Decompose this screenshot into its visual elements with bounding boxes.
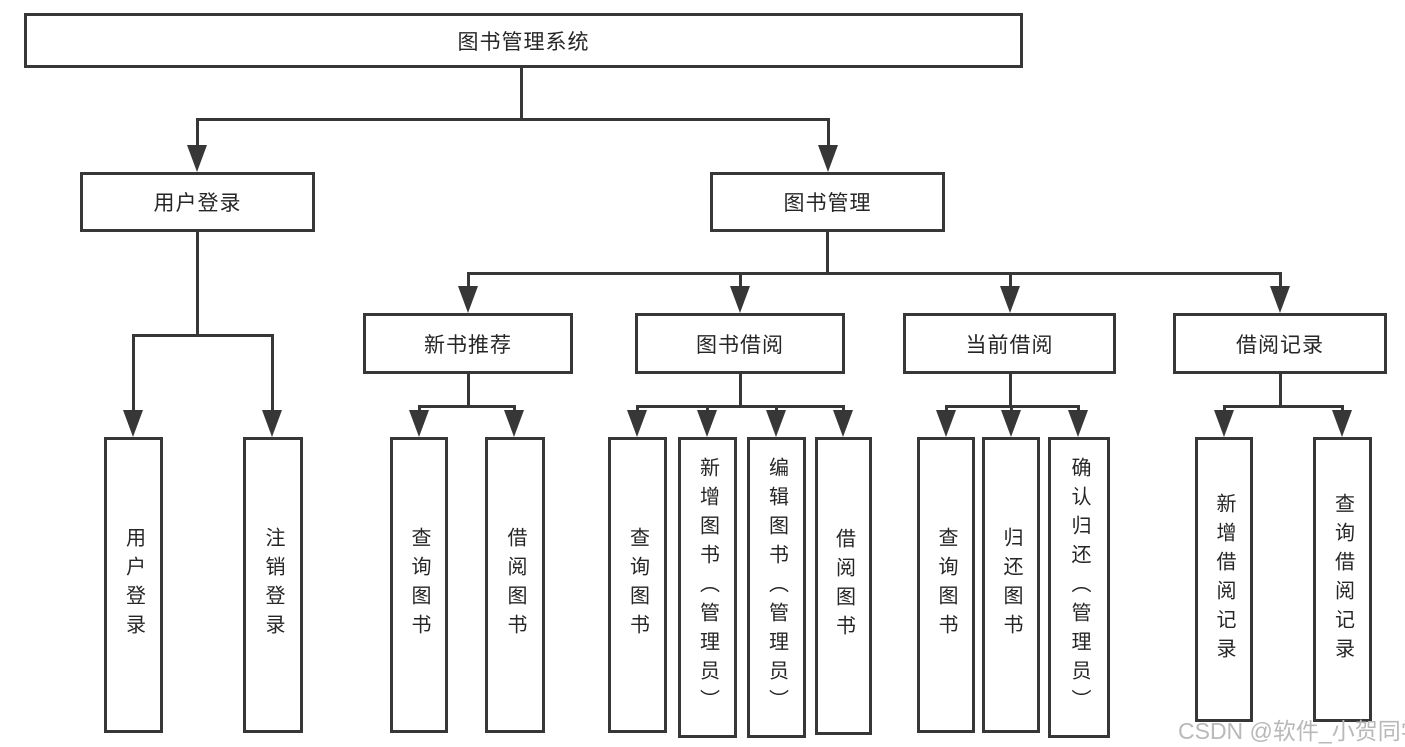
node-leaf-confirm-return-label: 确认归还（管理员） (1068, 457, 1090, 718)
arrow-to-book-mgmt (818, 145, 838, 172)
node-leaf-query-record-label: 查询借阅记录 (1331, 492, 1354, 667)
connector-leaf-logout-stem (271, 334, 274, 411)
connector-book-borrow-down (739, 374, 742, 405)
arrow-to-book-borrow (730, 286, 750, 313)
arrow-to-current-borrow (1000, 286, 1020, 313)
connector-leaf-query-record-stem (1341, 405, 1344, 412)
arrow-to-leaf-confirm (1068, 410, 1088, 437)
arrow-to-leaf-query1 (409, 410, 429, 437)
node-leaf-query-book-1-label: 查询图书 (408, 527, 430, 643)
arrow-to-leaf-query2 (627, 410, 647, 437)
arrow-to-leaf-user-login (123, 410, 143, 437)
connector-current-borrow-down (1009, 374, 1012, 405)
node-leaf-borrow-book-2-label: 借阅图书 (832, 528, 855, 644)
connector-new-book-stem (467, 272, 470, 287)
connector-leaf-borrow1-stem (513, 405, 516, 412)
arrow-to-user-login (187, 145, 207, 172)
connector-user-login-stem (196, 118, 199, 146)
connector-borrow-record-down (1279, 374, 1282, 405)
connector-leaf-return-stem (1010, 405, 1013, 412)
arrow-to-leaf-return (1001, 410, 1021, 437)
node-book-mgmt: 图书管理 (710, 172, 945, 232)
node-book-mgmt-label: 图书管理 (783, 192, 872, 215)
connector-root-stem (520, 68, 523, 118)
node-leaf-return-book-label: 归还图书 (1000, 527, 1022, 643)
node-leaf-borrow-book-2: 借阅图书 (815, 437, 872, 735)
connector-new-book-splitter (418, 405, 516, 408)
connector-level3-splitter (467, 272, 1282, 275)
arrow-to-leaf-add-book (697, 410, 717, 437)
connector-leaf-edit-book-stem (775, 405, 778, 412)
node-leaf-add-record: 新增借阅记录 (1195, 437, 1253, 722)
node-leaf-add-book: 新增图书（管理员） (678, 437, 737, 738)
connector-borrow-record-splitter (1223, 405, 1343, 408)
connector-level2-splitter (196, 118, 830, 121)
csdn-watermark: CSDN @软件_小贺同学 (1178, 718, 1405, 744)
node-leaf-query-book-2-label: 查询图书 (626, 527, 649, 643)
connector-leaf-query2-stem (636, 405, 639, 412)
connector-leaf-confirm-stem (1077, 405, 1080, 412)
node-borrow-record-label: 借阅记录 (1236, 333, 1324, 357)
node-leaf-add-book-label: 新增图书（管理员） (696, 457, 719, 718)
node-leaf-edit-book-label: 编辑图书（管理员） (765, 457, 788, 718)
node-root: 图书管理系统 (24, 13, 1023, 68)
connector-leaf-add-record-stem (1223, 405, 1226, 412)
node-borrow-record: 借阅记录 (1173, 313, 1387, 374)
arrow-to-leaf-borrow2 (833, 410, 853, 437)
node-user-login-label: 用户登录 (153, 192, 242, 215)
node-leaf-query-book-3: 查询图书 (917, 437, 975, 733)
node-current-borrow: 当前借阅 (903, 313, 1116, 374)
node-leaf-query-book-3-label: 查询图书 (935, 527, 957, 643)
node-leaf-borrow-book-1-label: 借阅图书 (504, 527, 526, 643)
arrow-to-leaf-edit-book (766, 410, 786, 437)
node-leaf-user-login-label: 用户登录 (122, 527, 145, 643)
connector-leaf-borrow2-stem (842, 405, 845, 412)
connector-user-login-down (196, 232, 199, 334)
arrow-to-leaf-query-record (1332, 410, 1352, 437)
node-leaf-user-login: 用户登录 (104, 437, 163, 733)
arrow-to-leaf-query3 (936, 410, 956, 437)
node-leaf-confirm-return: 确认归还（管理员） (1048, 437, 1110, 738)
arrow-to-leaf-borrow1 (504, 410, 524, 437)
connector-new-book-down (467, 374, 470, 405)
node-leaf-query-book-2: 查询图书 (608, 437, 667, 733)
node-leaf-query-record: 查询借阅记录 (1313, 437, 1372, 722)
connector-leaf-query1-stem (418, 405, 421, 412)
connector-book-borrow-stem (739, 272, 742, 287)
connector-user-login-splitter (132, 334, 274, 337)
connector-book-borrow-splitter (636, 405, 844, 408)
node-leaf-edit-book: 编辑图书（管理员） (747, 437, 806, 738)
arrow-to-borrow-record (1270, 286, 1290, 313)
node-book-borrow: 图书借阅 (635, 313, 845, 374)
node-user-login: 用户登录 (80, 172, 315, 232)
connector-leaf-add-book-stem (706, 405, 709, 412)
node-leaf-logout: 注销登录 (243, 437, 303, 733)
connector-book-mgmt-stem (827, 118, 830, 146)
node-leaf-logout-label: 注销登录 (262, 527, 284, 643)
arrow-to-leaf-add-record (1214, 410, 1234, 437)
connector-borrow-record-stem (1279, 272, 1282, 287)
node-root-label: 图书管理系统 (457, 30, 590, 54)
connector-current-borrow-stem (1009, 272, 1012, 287)
node-current-borrow-label: 当前借阅 (965, 333, 1054, 357)
node-leaf-borrow-book-1: 借阅图书 (485, 437, 545, 733)
connector-leaf-query3-stem (945, 405, 948, 412)
arrow-to-leaf-logout (262, 410, 282, 437)
node-leaf-add-record-label: 新增借阅记录 (1213, 492, 1235, 667)
node-leaf-return-book: 归还图书 (982, 437, 1040, 733)
node-book-borrow-label: 图书借阅 (696, 333, 784, 357)
node-leaf-query-book-1: 查询图书 (390, 437, 448, 733)
node-new-book-rec-label: 新书推荐 (424, 333, 512, 357)
arrow-to-new-book (458, 286, 478, 313)
connector-book-mgmt-down (826, 232, 829, 272)
node-new-book-rec: 新书推荐 (363, 313, 573, 374)
connector-leaf-user-login-stem (132, 334, 135, 411)
